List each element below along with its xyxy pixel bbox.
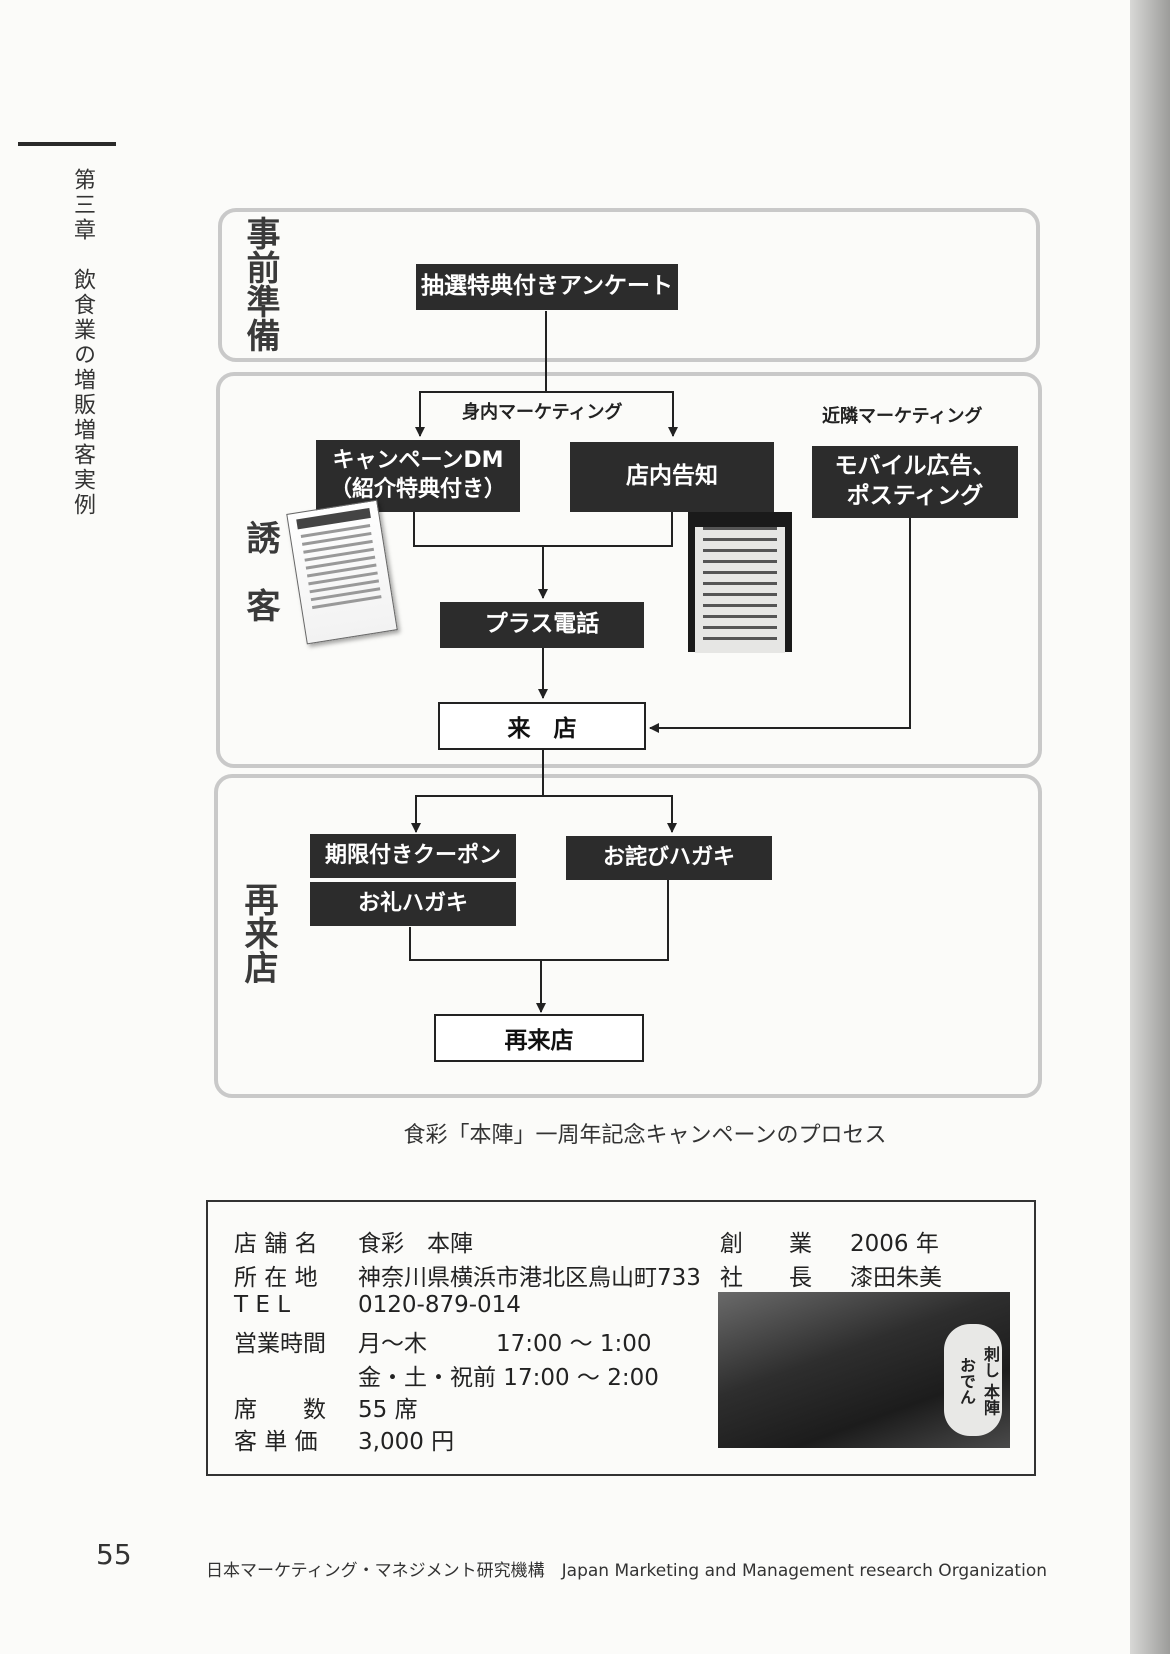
flow-connectors bbox=[409, 311, 911, 1013]
line-split-return bbox=[415, 795, 677, 833]
chapter-title: 第三章 飲食業の増販増客実例 bbox=[70, 168, 95, 518]
address-row: 所 在 地神奈川県横浜市港北区鳥山町733 bbox=[234, 1265, 701, 1291]
line-split-internal bbox=[419, 391, 678, 437]
president-row: 社 長漆田朱美 bbox=[720, 1265, 942, 1291]
page-number: 55 bbox=[96, 1538, 132, 1571]
apology-card-box: お詫びハガキ bbox=[566, 836, 772, 880]
chapter-rule bbox=[18, 142, 116, 146]
section-label-attract: 誘 客 bbox=[240, 520, 280, 622]
line-dm-merge bbox=[413, 512, 673, 547]
internal-marketing-label: 身内マーケティング bbox=[462, 402, 623, 423]
in-store-notice-image bbox=[688, 512, 792, 653]
storefront-photo: 刺し 本陣 おでん bbox=[718, 1292, 1010, 1448]
revisit-box: 再来店 bbox=[434, 1014, 644, 1062]
visit-box: 来 店 bbox=[438, 702, 646, 750]
survey-box: 抽選特典付きアンケート bbox=[416, 264, 678, 310]
line-return-merge bbox=[409, 880, 669, 961]
mobile-ads-box: モバイル広告、 ポスティング bbox=[812, 446, 1018, 518]
section-label-return: 再来店 bbox=[238, 882, 278, 984]
hours-row: 営業時間月～木 17:00 ～ 1:00 bbox=[234, 1331, 652, 1357]
figure-caption: 食彩「本陣」一周年記念キャンペーンのプロセス bbox=[403, 1123, 887, 1148]
thanks-card-box: お礼ハガキ bbox=[310, 882, 516, 926]
section-label-prep: 事前準備 bbox=[240, 216, 280, 352]
coupon-box: 期限付きクーポン bbox=[310, 834, 516, 878]
lantern: 刺し 本陣 おでん bbox=[944, 1324, 1002, 1436]
footer-organization: 日本マーケティング・マネジメント研究機構 Japan Marketing and… bbox=[206, 1561, 1047, 1581]
hours-row-2: 金・土・祝前 17:00 ～ 2:00 bbox=[358, 1365, 659, 1391]
plus-call-box: プラス電話 bbox=[440, 602, 644, 648]
nearby-marketing-label: 近隣マーケティング bbox=[822, 406, 983, 427]
store-name-row: 店 舗 名食彩 本陣 bbox=[234, 1231, 473, 1257]
in-store-notice-box: 店内告知 bbox=[570, 442, 774, 512]
book-spine-shadow bbox=[1130, 0, 1170, 1654]
line-mobile-to-visit bbox=[649, 518, 911, 733]
book-page: 第三章 飲食業の増販増客実例 事前準備 誘 客 再来店 抽選特典付きアンケ bbox=[18, 142, 1047, 1581]
campaign-dm-box: キャンペーンDM （紹介特典付き） bbox=[316, 440, 520, 512]
